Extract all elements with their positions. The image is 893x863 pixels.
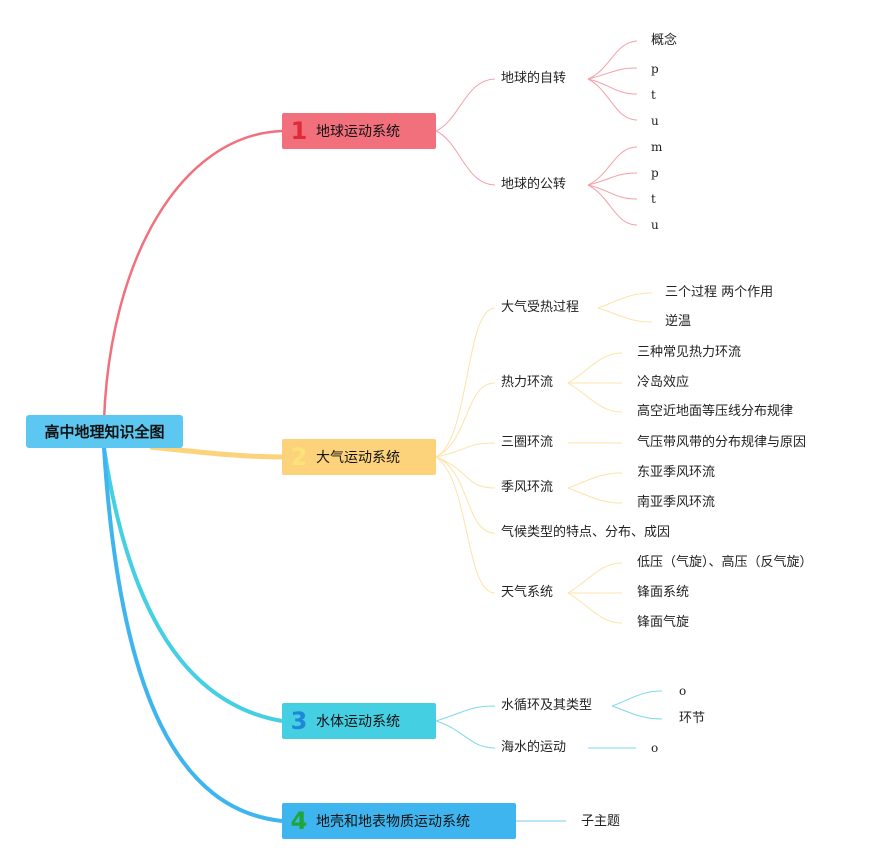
leaf-item[interactable]: 高空近地面等压线分布规律 [637, 404, 794, 419]
leaf-item[interactable]: 三种常见热力环流 [637, 345, 742, 360]
leaf-item[interactable]: p [651, 62, 659, 76]
topic-monsoon[interactable]: 季风环流 [501, 480, 554, 495]
branch-earth-motion[interactable]: 1 地球运动系统 [282, 113, 436, 149]
topic-heating-process[interactable]: 大气受热过程 [501, 300, 580, 315]
leaf-item[interactable]: 气压带风带的分布规律与原因 [637, 435, 807, 450]
topic-weather-systems[interactable]: 天气系统 [501, 585, 554, 600]
topic-subtopic[interactable]: 子主题 [581, 814, 621, 829]
leaf-item[interactable]: m [651, 140, 663, 154]
leaf-item[interactable]: o [679, 684, 687, 698]
branch-label: 大气运动系统 [316, 450, 400, 466]
connector-root-b4 [102, 447, 283, 823]
leaf-item[interactable]: 低压（气旋）、高压（反气旋） [637, 555, 813, 570]
leaf-item[interactable]: 东亚季风环流 [637, 465, 716, 480]
leaf-item[interactable]: 环节 [679, 711, 706, 726]
leaf-item[interactable]: u [651, 114, 659, 128]
leaf-item[interactable]: 锋面系统 [637, 585, 690, 600]
branch-atmosphere-motion[interactable]: 2 大气运动系统 [282, 439, 436, 475]
leaf-item[interactable]: 南亚季风环流 [637, 495, 716, 510]
topic-water-cycle[interactable]: 水循环及其类型 [501, 698, 593, 713]
connector-root-b3 [102, 447, 283, 723]
leaf-item[interactable]: t [651, 192, 656, 206]
leaf-item[interactable]: o [651, 741, 659, 755]
topic-ocean-motion[interactable]: 海水的运动 [501, 740, 567, 755]
topic-earth-revolution[interactable]: 地球的公转 [501, 177, 567, 192]
topic-three-cell[interactable]: 三圈环流 [501, 435, 554, 450]
number-badge: 1 [290, 117, 308, 145]
connectors-b3 [435, 690, 663, 749]
topic-earth-rotation[interactable]: 地球的自转 [501, 71, 567, 86]
branch-crust-motion[interactable]: 4 地壳和地表物质运动系统 [282, 803, 516, 839]
number-badge: 3 [290, 707, 308, 735]
leaf-item[interactable]: p [651, 166, 659, 180]
connector-root-b1 [102, 129, 283, 421]
branch-label: 地壳和地表物质运动系统 [316, 814, 470, 830]
leaf-item[interactable]: t [651, 88, 656, 102]
leaf-concept[interactable]: 概念 [651, 33, 678, 48]
leaf-item[interactable]: 锋面气旋 [637, 615, 690, 630]
branch-label: 地球运动系统 [316, 124, 400, 140]
connectors-b1 [435, 40, 638, 226]
connectors-b2 [435, 292, 653, 624]
number-badge: 4 [290, 807, 308, 835]
leaf-item[interactable]: u [651, 218, 659, 232]
branch-label: 水体运动系统 [316, 714, 400, 730]
number-badge: 2 [290, 443, 308, 471]
topic-thermal-circulation[interactable]: 热力环流 [501, 375, 554, 390]
branch-water-motion[interactable]: 3 水体运动系统 [282, 703, 436, 739]
topic-climate-types[interactable]: 气候类型的特点、分布、成因 [501, 525, 671, 540]
root-node[interactable]: 高中地理知识全图 [26, 415, 183, 448]
leaf-item[interactable]: 逆温 [665, 314, 692, 329]
leaf-item[interactable]: 冷岛效应 [637, 375, 690, 390]
connector-root-b2 [149, 444, 283, 460]
leaf-item[interactable]: 三个过程 两个作用 [665, 285, 774, 300]
